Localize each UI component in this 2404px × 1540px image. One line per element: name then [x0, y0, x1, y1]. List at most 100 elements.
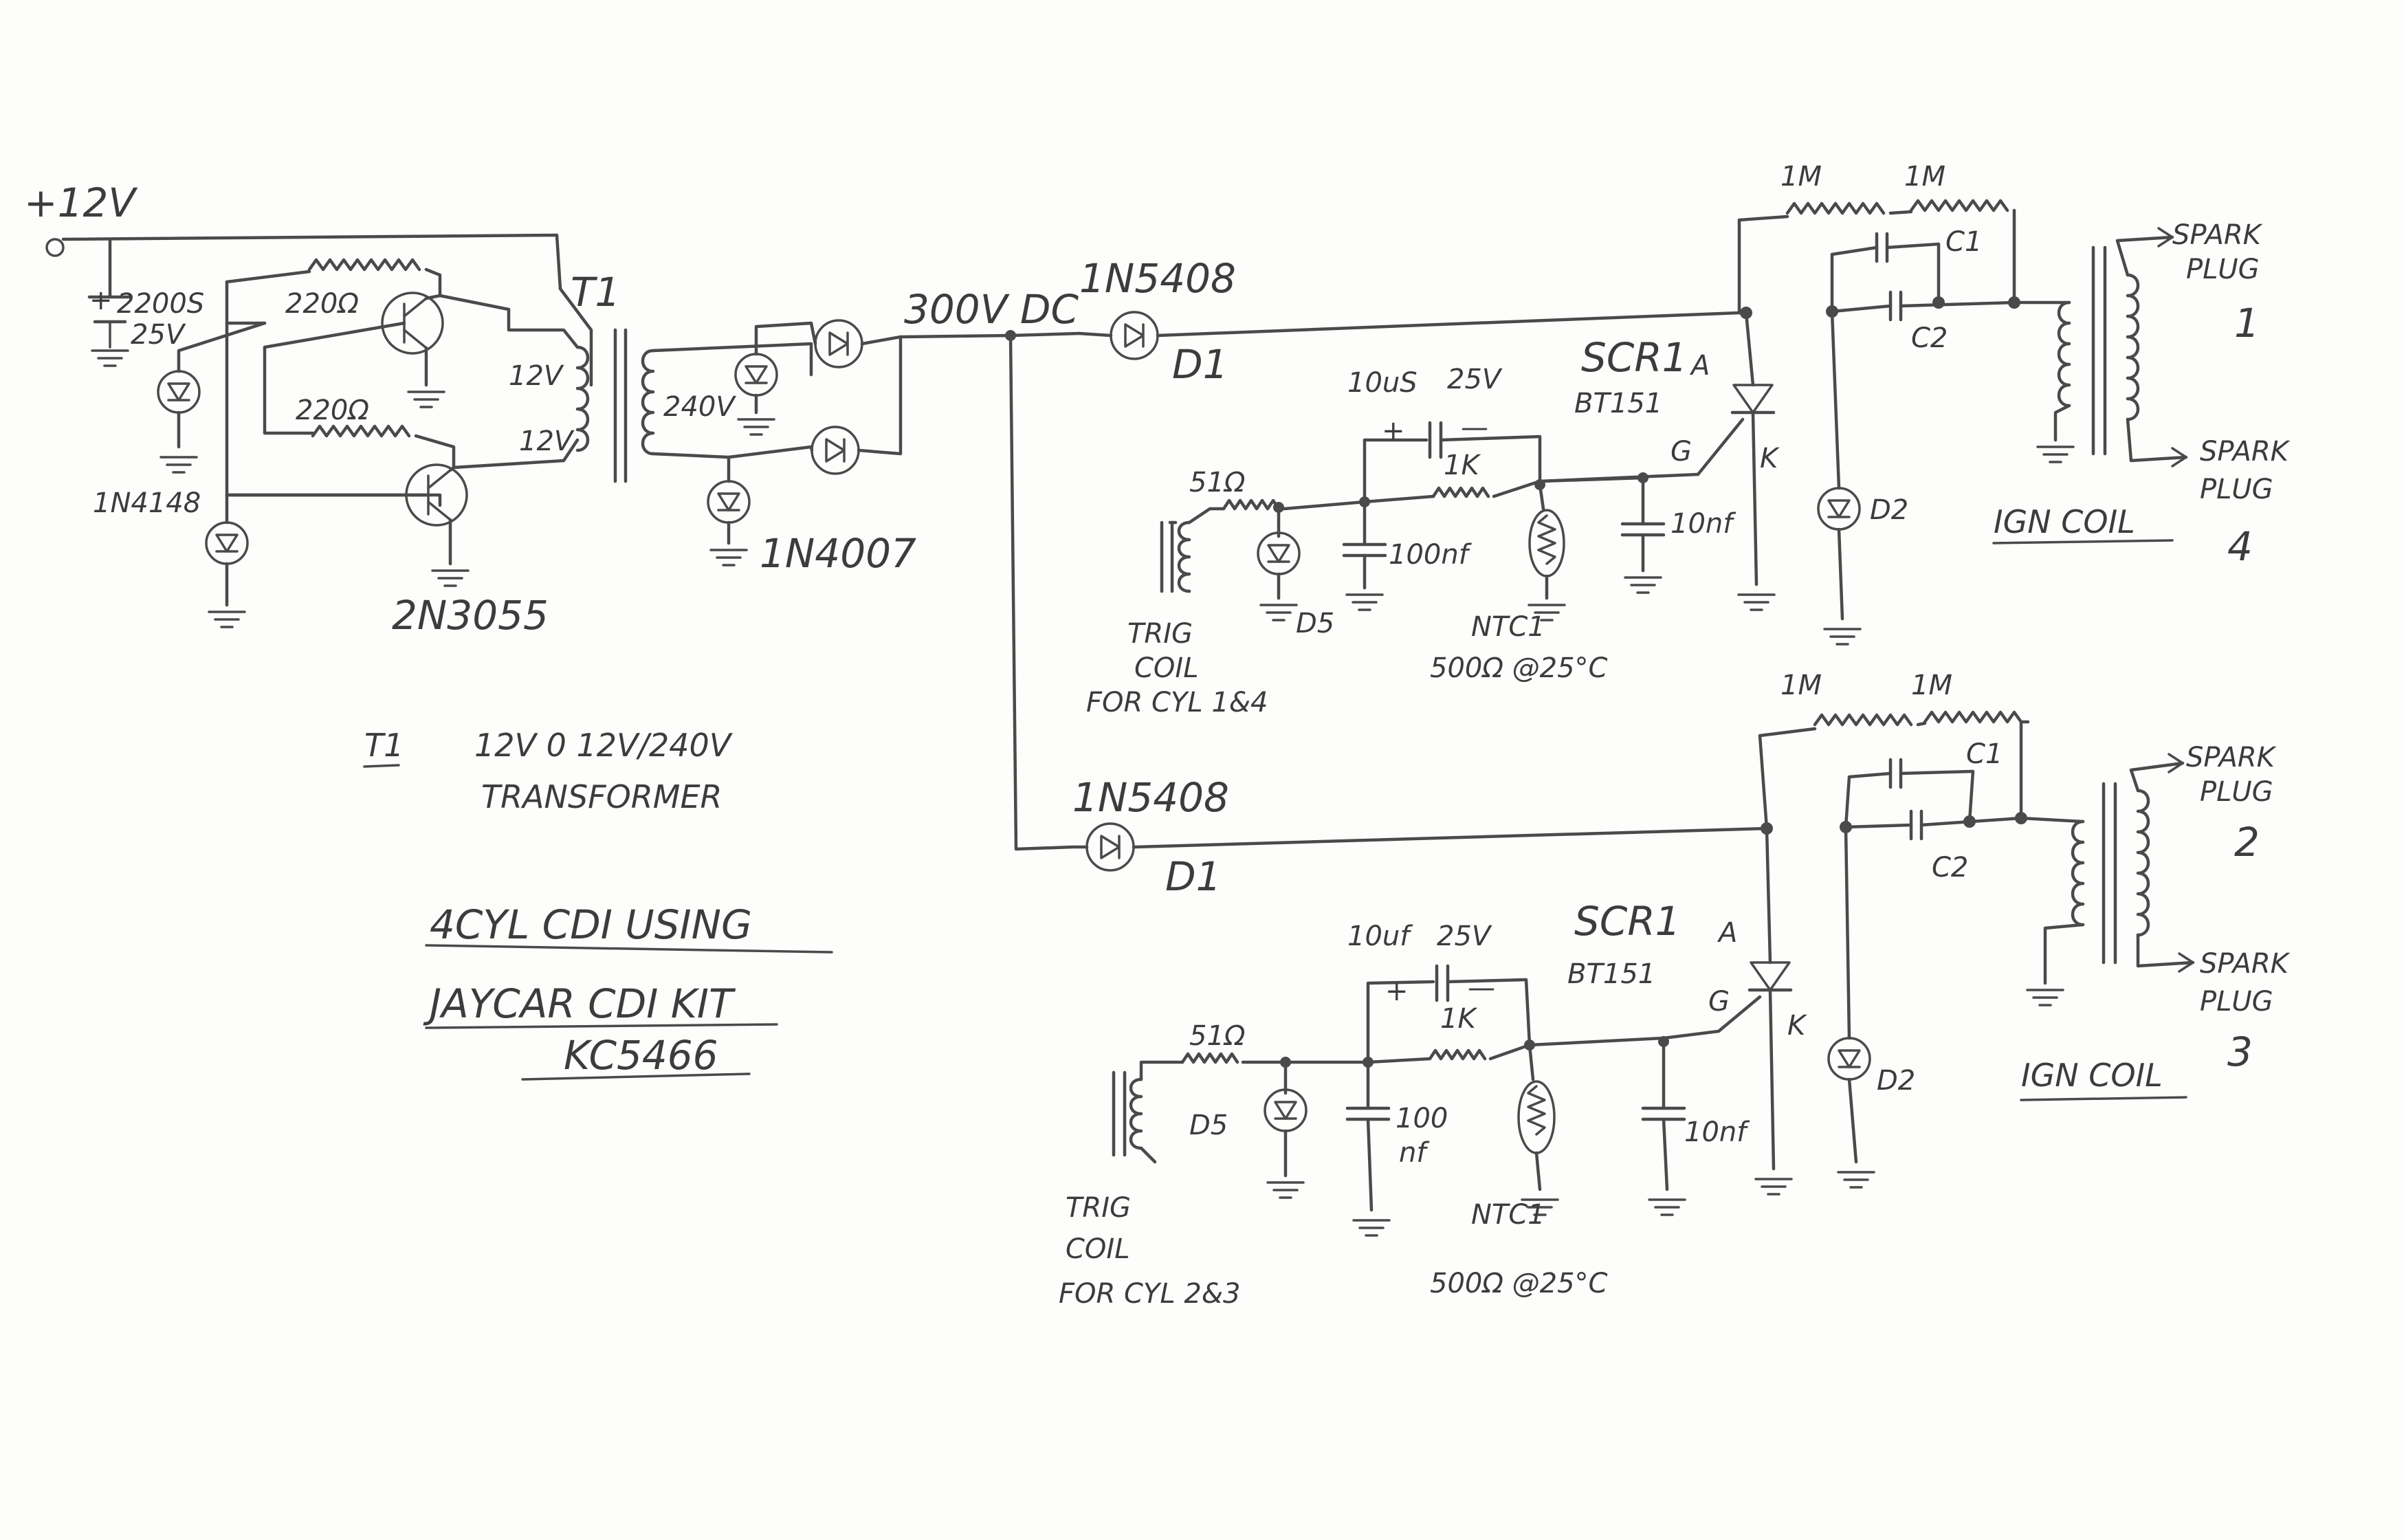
label-100nf-top: 100nf — [1389, 539, 1473, 571]
label-cathode-bottom: K — [1787, 1010, 1807, 1042]
label-cyl-1: 1 — [2234, 300, 2260, 346]
label-scr1-top: SCR1 — [1581, 334, 1688, 381]
label-plug-3: PLUG — [2200, 986, 2273, 1018]
label-12v-lower: 12V — [519, 426, 575, 457]
transformer-t1-primary — [575, 345, 590, 452]
label-10nf-bottom: 10nf — [1684, 1116, 1750, 1148]
label-51-top: 51Ω — [1189, 467, 1246, 498]
resistor-1k-top — [1431, 486, 1490, 498]
label-1n4148: 1N4148 — [93, 487, 201, 519]
label-1m-top-a: 1M — [1780, 161, 1822, 192]
label-2n3055: 2N3055 — [392, 592, 549, 639]
label-spark-plug-3: SPARK — [2200, 948, 2291, 980]
supply-terminal — [45, 238, 65, 257]
label-cathode-top: K — [1760, 443, 1780, 474]
label-title-line2: JAYCAR CDI KIT — [423, 980, 736, 1027]
resistor-220-bottom — [311, 424, 411, 438]
label-1k-bottom: 1K — [1440, 1003, 1477, 1035]
resistor-1m-bottom-b — [1923, 710, 2023, 724]
spark-plug-4-arrow — [2171, 447, 2187, 468]
resistor-1m-bottom-a — [1813, 713, 1913, 727]
resistor-220-top — [307, 258, 421, 272]
label-cyl-2: 2 — [2234, 819, 2260, 866]
ntc1-thermistor-top — [1528, 509, 1565, 578]
label-spark-plug-4: SPARK — [2200, 436, 2291, 468]
diode-1n4007-a — [734, 353, 778, 397]
label-cap-2200: 2200S — [117, 288, 204, 320]
label-bt151-top: BT151 — [1574, 388, 1662, 419]
diode-1n4007-b — [707, 480, 751, 524]
label-cyl-23: FOR CYL 2&3 — [1059, 1278, 1240, 1310]
label-100-bottom: 100 — [1396, 1103, 1448, 1134]
label-anode-top: A — [1689, 350, 1710, 382]
label-25v-top: 25V — [1447, 364, 1503, 395]
label-t1-note-spec: 12V 0 12V/240V — [474, 727, 734, 764]
label-d5-top: D5 — [1296, 608, 1334, 639]
label-coil-bottom: COIL — [1066, 1233, 1130, 1265]
ign-coil-bottom-primary — [2071, 820, 2085, 927]
label-51-bottom: 51Ω — [1189, 1020, 1246, 1052]
resistor-1k-bottom — [1428, 1048, 1487, 1061]
label-d5-bottom: D5 — [1189, 1110, 1228, 1141]
label-plug-2: PLUG — [2200, 776, 2273, 808]
label-1n4007: 1N4007 — [760, 530, 916, 577]
diode-1n4148-upper — [157, 370, 201, 414]
label-ign-coil-top: IGN COIL — [1994, 503, 2135, 540]
label-spark-plug-2: SPARK — [2186, 742, 2277, 773]
label-25v-bottom: 25V — [1437, 921, 1492, 952]
label-240v: 240V — [663, 391, 736, 423]
scr1-top — [1732, 384, 1774, 414]
spark-plug-3-arrow — [2178, 952, 2194, 973]
label-c1-bottom: C1 — [1966, 738, 2003, 770]
label-bt151-bottom: BT151 — [1567, 958, 1655, 990]
label-10uf-bottom: 10uf — [1347, 921, 1413, 952]
label-scr1-bottom: SCR1 — [1574, 898, 1681, 945]
label-1m-top-b: 1M — [1904, 161, 1945, 192]
supply-rail-wire — [61, 233, 562, 291]
label-t1-note-designator: T1 — [364, 727, 404, 764]
label-t1-note-type: TRANSFORMER — [481, 778, 722, 815]
label-cap-plus-top: + — [1382, 415, 1405, 447]
trig-coil-top — [1177, 520, 1191, 593]
label-spark-plug-1: SPARK — [2172, 219, 2263, 251]
label-gate-bottom: G — [1708, 986, 1730, 1018]
label-cyl-4: 4 — [2227, 523, 2253, 570]
label-1k-top: 1K — [1444, 450, 1481, 481]
label-ntc-value-bottom: 500Ω @25°C — [1430, 1268, 1608, 1299]
spark-plug-2-arrow — [2168, 753, 2184, 773]
diode-1n4148-lower — [205, 521, 249, 565]
resistor-51-bottom — [1180, 1052, 1239, 1064]
bridge-diode-lower — [810, 426, 860, 475]
label-plus-sign: + — [89, 285, 113, 316]
spark-plug-1-arrow — [2157, 227, 2174, 248]
diode-d5-bottom — [1264, 1088, 1308, 1132]
transformer-t1-secondary — [641, 349, 655, 456]
diode-d2-top — [1817, 487, 1861, 531]
label-1n5408-bottom: 1N5408 — [1072, 774, 1229, 821]
label-cap-plus-bottom: + — [1385, 976, 1409, 1007]
label-t1: T1 — [571, 269, 620, 316]
label-ntc-value-top: 500Ω @25°C — [1430, 652, 1608, 684]
ign-coil-bottom-secondary — [2136, 789, 2150, 937]
label-ntc-top: NTC1 — [1471, 611, 1545, 643]
diode-1n5408-bottom — [1085, 822, 1135, 872]
label-10uf-top: 10uS — [1347, 367, 1418, 399]
label-12v-upper: 12V — [509, 360, 564, 392]
hv-rail-300v — [898, 331, 1081, 339]
label-ign-coil-bottom: IGN COIL — [2021, 1057, 2163, 1094]
label-1m-bottom-a: 1M — [1780, 670, 1822, 701]
label-title-line3: KC5466 — [564, 1032, 718, 1079]
ign-coil-top-secondary — [2126, 273, 2140, 421]
label-supply: +12V — [24, 179, 138, 226]
resistor-1m-top-b — [1909, 199, 2009, 212]
transistor-2n3055-upper — [381, 292, 444, 355]
diode-d2-bottom — [1827, 1037, 1871, 1081]
resistor-1m-top-a — [1785, 201, 1886, 215]
label-d2-bottom: D2 — [1877, 1065, 1915, 1097]
label-1m-bottom-b: 1M — [1911, 670, 1952, 701]
label-anode-bottom: A — [1717, 917, 1737, 949]
label-ntc-bottom: NTC1 — [1471, 1199, 1545, 1231]
label-c2-bottom: C2 — [1932, 852, 1968, 883]
